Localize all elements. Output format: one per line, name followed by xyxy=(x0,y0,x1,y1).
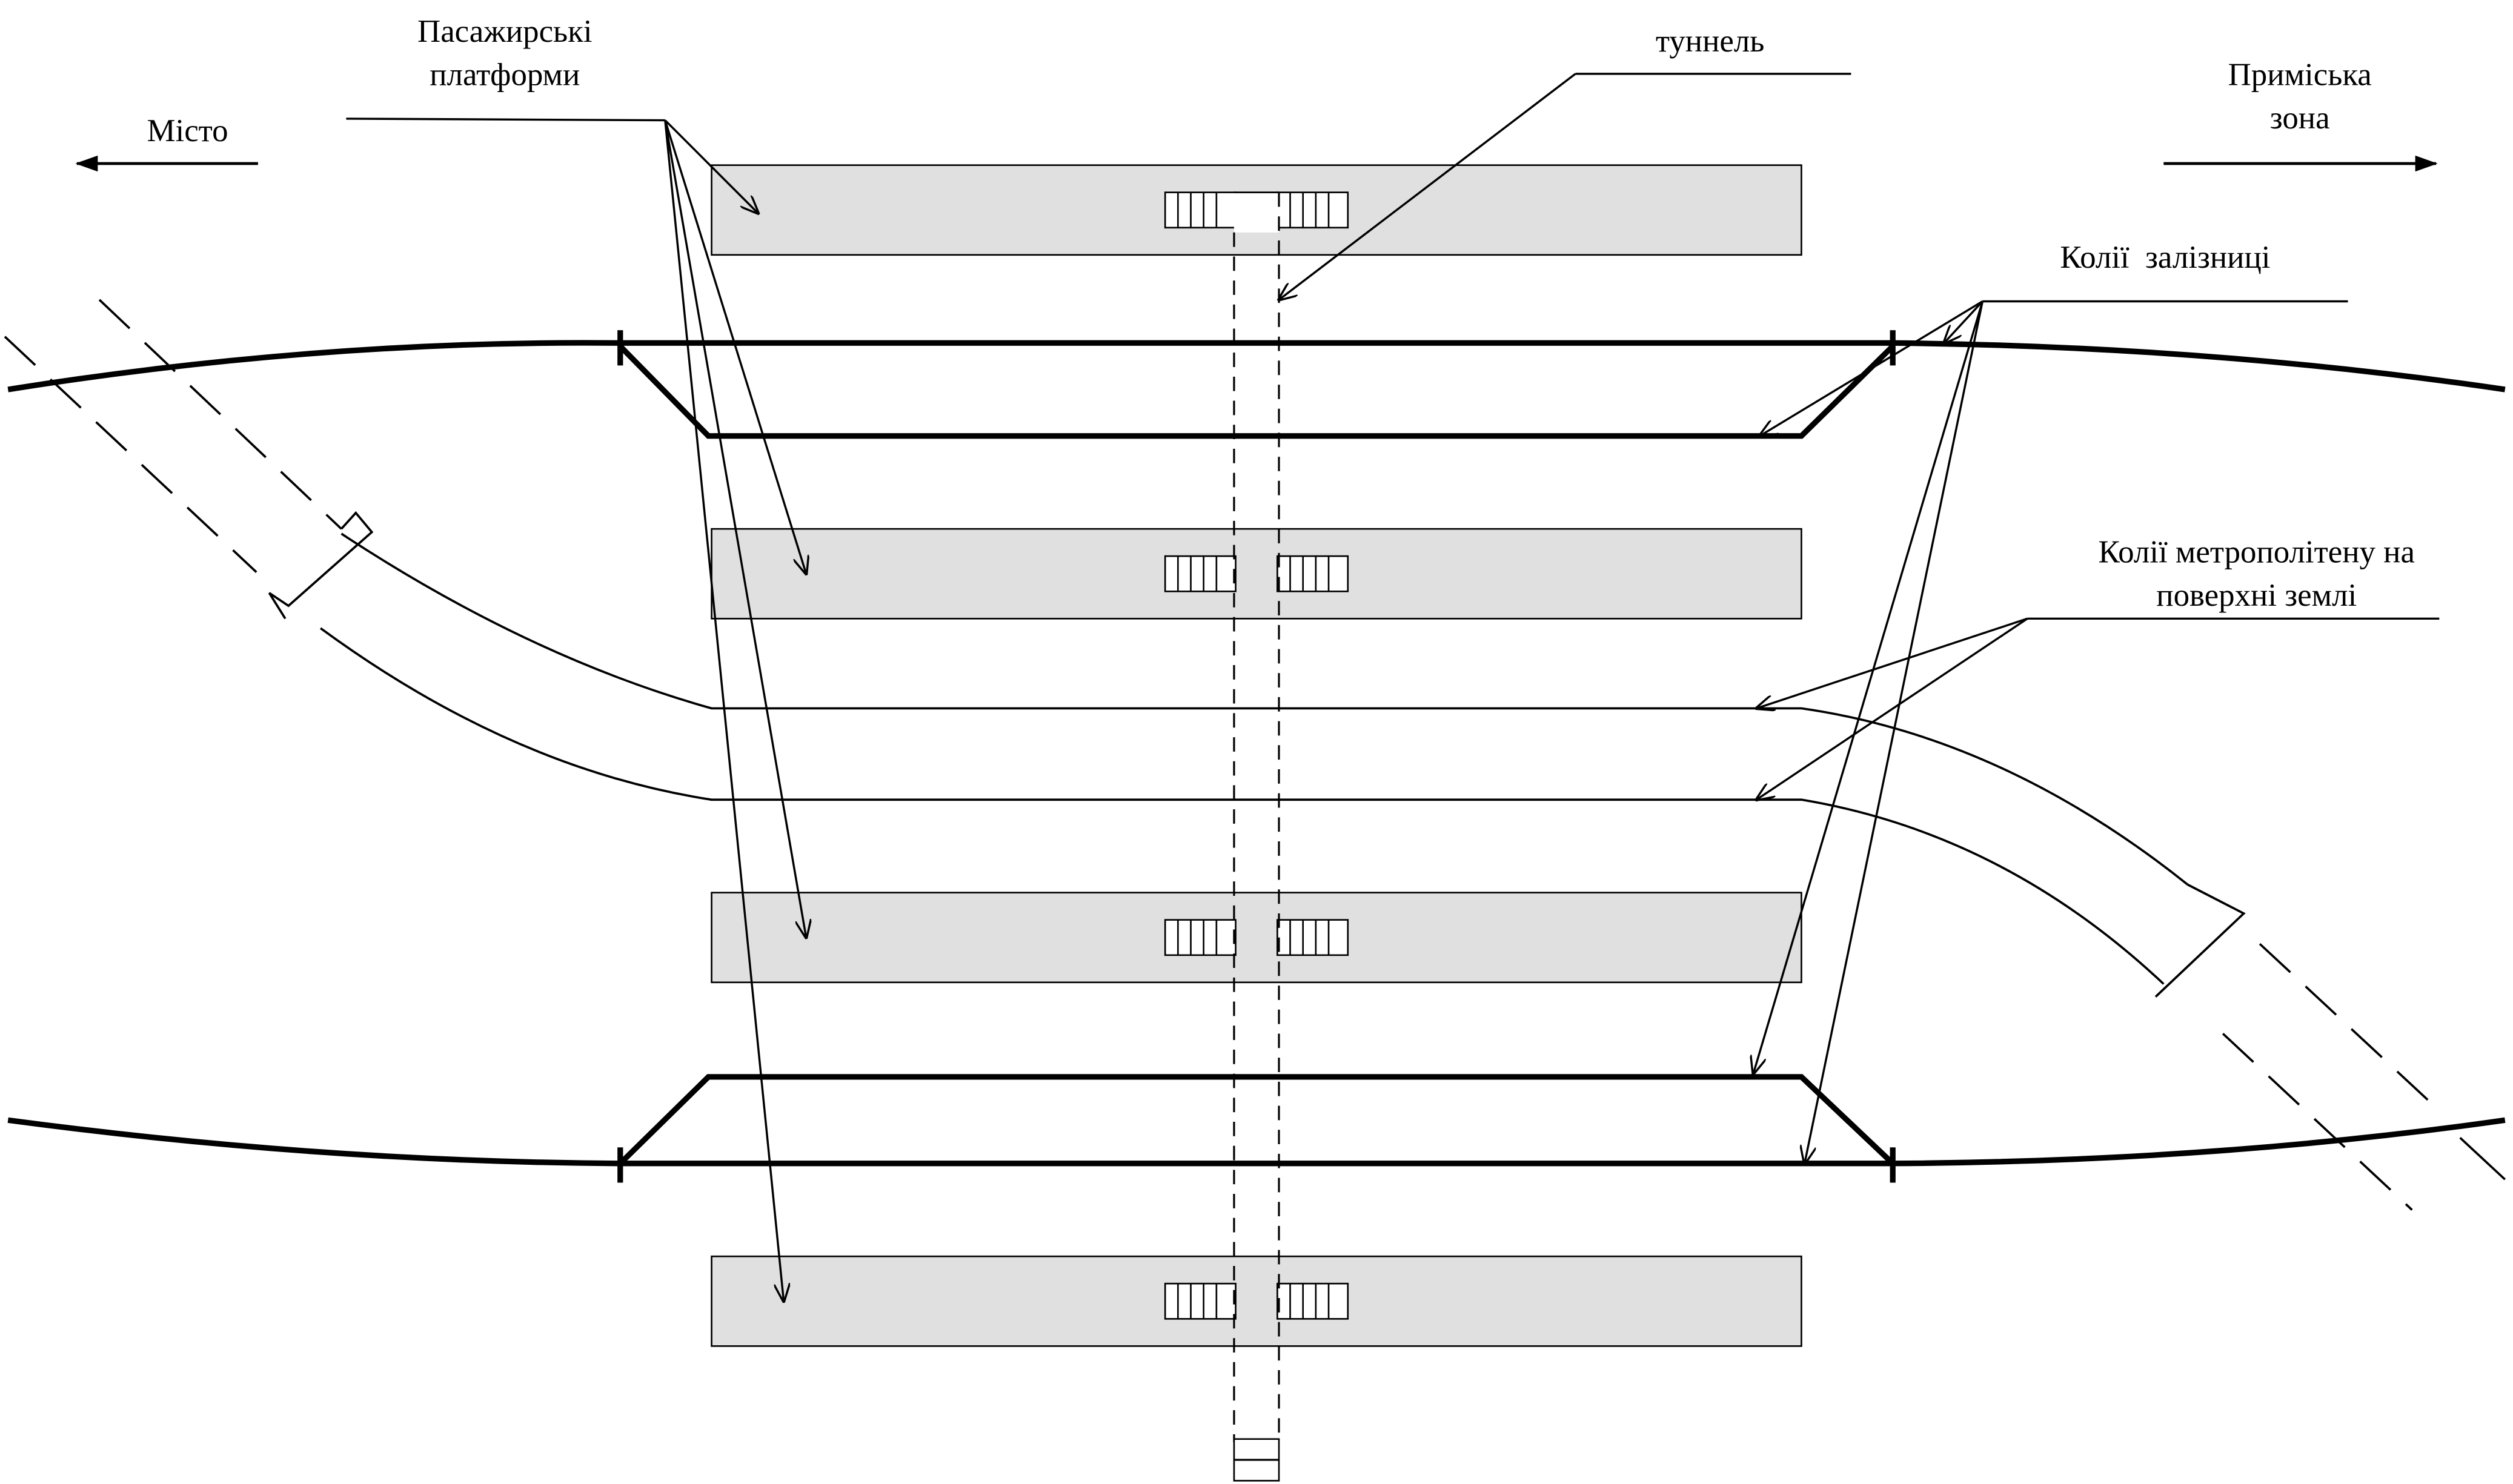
platform-2 xyxy=(711,528,1802,620)
tunnel-leader xyxy=(1279,73,1851,300)
platform-3 xyxy=(711,892,1802,984)
railway-tracks-leader xyxy=(1753,300,2348,1164)
platforms-leader xyxy=(346,118,806,1301)
metro-tracks xyxy=(4,299,2506,1211)
city-label: Місто xyxy=(147,113,228,148)
platform-1-stairs xyxy=(1164,191,1349,233)
railway-tracks xyxy=(7,330,2506,1183)
railway-tracks-label: Колії залізниці xyxy=(2060,240,2270,275)
platform-4 xyxy=(711,1255,1802,1347)
tunnel-label: туннель xyxy=(1656,24,1764,59)
metro-tracks-leader xyxy=(1756,617,2440,800)
